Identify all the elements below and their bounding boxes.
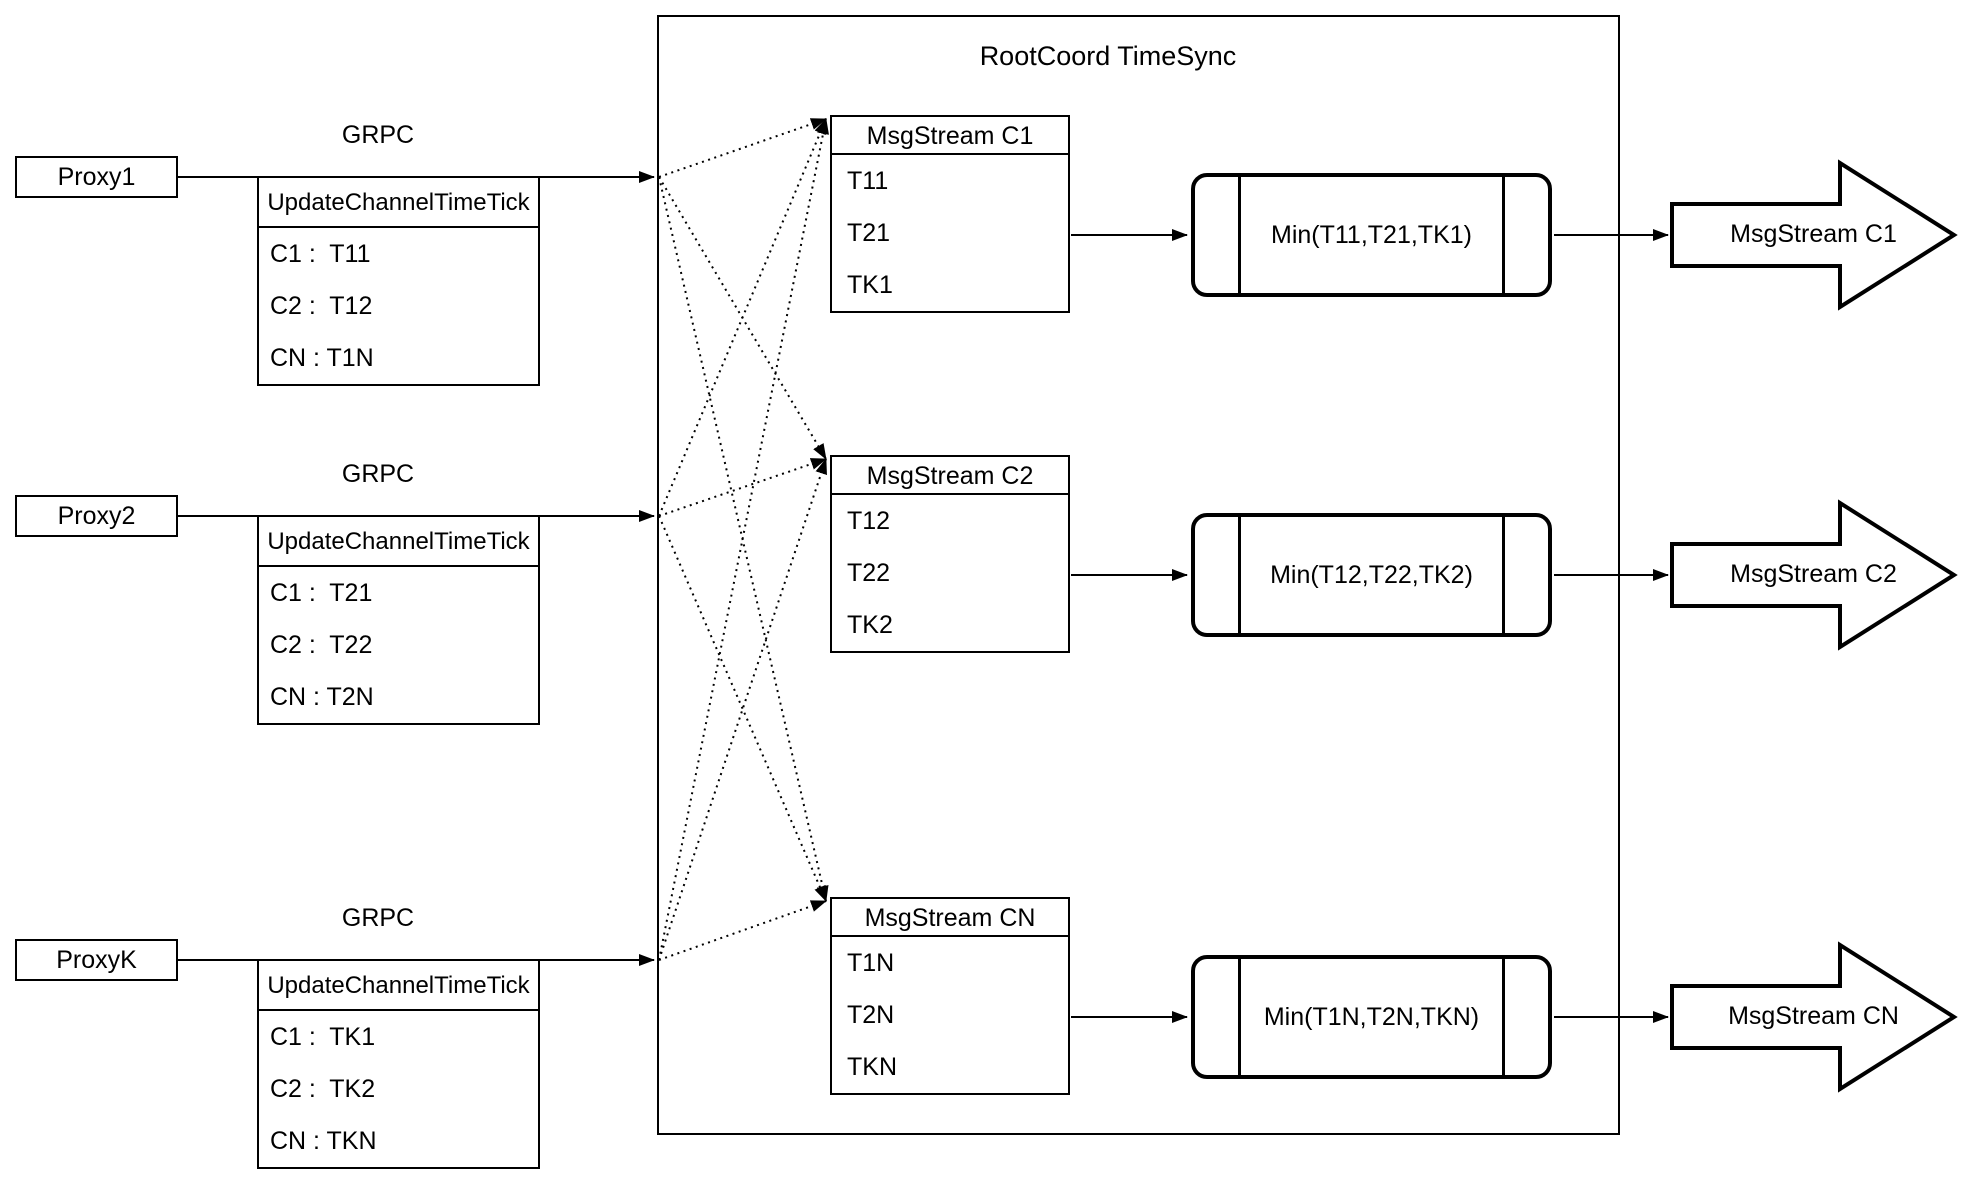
msgstream-c1-box: MsgStream C1 T11 T21 TK1 [830,115,1070,313]
stream-row: T11 [847,167,889,195]
update-timetick-table-3: UpdateChannelTimeTick C1 : TK1 C2 : TK2 … [257,959,540,1169]
proxy2-box: Proxy2 [15,495,178,537]
table-row: C2 : TK2 [270,1075,376,1103]
stream-row: T1N [847,949,895,977]
table-row: CN : T1N [270,344,374,372]
stream-row: T2N [847,1001,895,1029]
proxyk-label: ProxyK [56,945,137,974]
table-row: C1 : T21 [270,579,373,607]
min-operator-2: Min(T12,T22,TK2) [1191,513,1552,637]
stream-row: TK2 [847,611,893,639]
divider [1502,959,1505,1075]
grpc-label-3: GRPC [341,904,415,933]
table-row: C2 : T12 [270,292,373,320]
table-row: C1 : TK1 [270,1023,376,1051]
min-label-2: Min(T12,T22,TK2) [1270,560,1473,589]
grpc-label-1: GRPC [341,121,415,150]
msgstream-c2-box: MsgStream C2 T12 T22 TK2 [830,455,1070,653]
min-label-3: Min(T1N,T2N,TKN) [1263,1002,1480,1031]
table-header: UpdateChannelTimeTick [259,178,538,228]
min-label-1: Min(T11,T21,TK1) [1271,220,1472,249]
stream-row: TKN [847,1053,897,1081]
proxy1-box: Proxy1 [15,156,178,198]
msgstream-cn-box: MsgStream CN T1N T2N TKN [830,897,1070,1095]
divider [1502,177,1505,293]
proxy1-label: Proxy1 [57,162,136,191]
stream-row: T21 [847,219,891,247]
stream-row: T12 [847,507,891,535]
rootcoord-title: RootCoord TimeSync [979,41,1237,72]
output-stream-label-3: MsgStream CN [1728,1002,1899,1031]
update-timetick-table-1: UpdateChannelTimeTick C1 : T11 C2 : T12 … [257,176,540,386]
table-header: UpdateChannelTimeTick [259,517,538,567]
output-stream-label-1: MsgStream C1 [1730,220,1897,249]
grpc-label-2: GRPC [341,460,415,489]
msgstream-header: MsgStream C2 [832,457,1068,495]
divider [1238,517,1241,633]
table-row: CN : TKN [270,1127,377,1155]
stream-row: TK1 [847,271,893,299]
msgstream-header: MsgStream C1 [832,117,1068,155]
proxy2-label: Proxy2 [57,501,136,530]
divider [1238,959,1241,1075]
min-operator-1: Min(T11,T21,TK1) [1191,173,1552,297]
table-header: UpdateChannelTimeTick [259,961,538,1011]
table-row: C1 : T11 [270,240,371,268]
min-operator-3: Min(T1N,T2N,TKN) [1191,955,1552,1079]
msgstream-header: MsgStream CN [832,899,1068,937]
stream-row: T22 [847,559,891,587]
table-row: C2 : T22 [270,631,373,659]
output-stream-label-2: MsgStream C2 [1730,560,1897,589]
proxyk-box: ProxyK [15,939,178,981]
divider [1238,177,1241,293]
divider [1502,517,1505,633]
update-timetick-table-2: UpdateChannelTimeTick C1 : T21 C2 : T22 … [257,515,540,725]
table-row: CN : T2N [270,683,374,711]
